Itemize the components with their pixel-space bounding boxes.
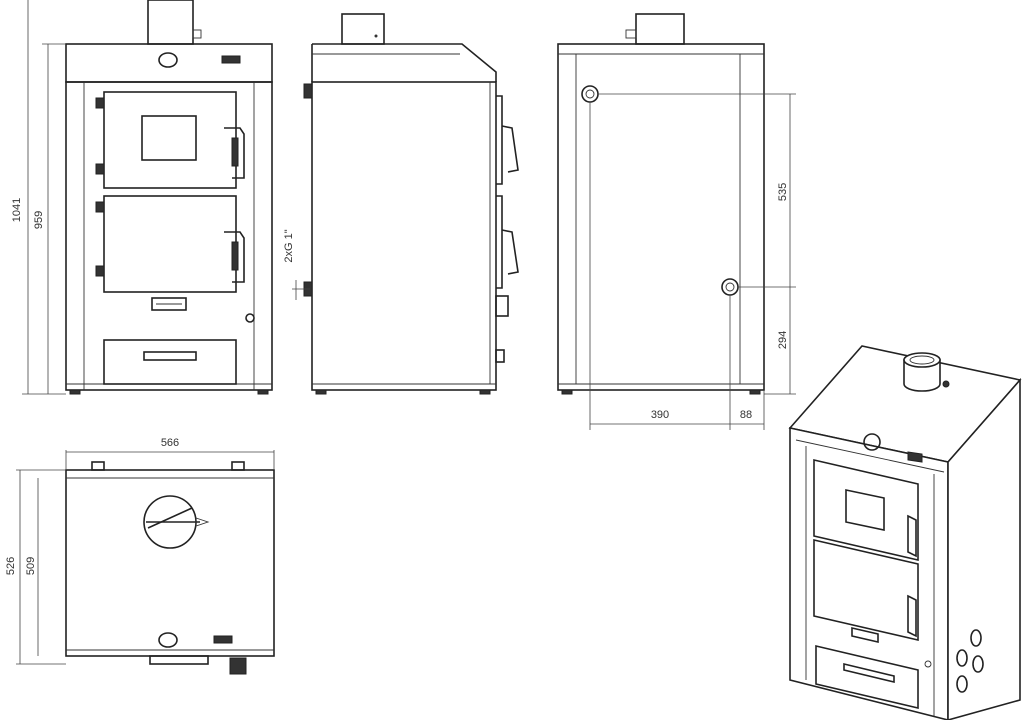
dim-horizontal-offset: 390 [651, 409, 669, 421]
iso-side [947, 377, 1021, 720]
front-drain-valve [245, 313, 255, 323]
dim-edge-offset: 88 [740, 409, 752, 421]
dim-pipe-spacing: 535 [777, 183, 789, 201]
back-flow-pipe [581, 85, 599, 103]
dim-depth-total: 526 [5, 557, 17, 575]
front-flue-damper-knob [192, 29, 202, 39]
side-pipe-stub [303, 83, 313, 99]
front-control-knob [221, 55, 241, 64]
top-view: 566 526 509 [5, 437, 275, 675]
front-lower-handle [224, 231, 245, 283]
front-door-window [141, 115, 197, 161]
iso-side-port [970, 629, 982, 647]
back-flue-pipe [635, 13, 685, 45]
front-upper-handle [224, 127, 245, 179]
side-top [312, 43, 497, 82]
iso-side-port [956, 675, 968, 693]
side-regulator [495, 295, 509, 317]
iso-door-window [845, 489, 885, 531]
side-lower-handle [501, 229, 519, 275]
front-body [65, 81, 273, 391]
front-thermometer [158, 52, 178, 68]
back-body [557, 43, 765, 391]
back-return-pipe [721, 278, 739, 296]
front-upper-door [103, 91, 237, 189]
back-foot [561, 389, 573, 395]
iso-upper-door [813, 458, 919, 562]
side-flue-pipe [341, 13, 385, 45]
iso-side-port [972, 655, 984, 673]
iso-control-knob [907, 451, 923, 463]
front-hinge [95, 201, 105, 213]
dim-depth-body: 509 [25, 557, 37, 575]
side-drawer-edge [495, 349, 505, 363]
front-hinge [95, 163, 105, 175]
side-foot [315, 389, 327, 395]
front-top-panel [65, 43, 273, 83]
front-handle-grip [231, 137, 239, 167]
side-upper-handle [501, 125, 519, 173]
front-lower-door [103, 195, 237, 293]
front-foot [257, 389, 269, 395]
dim-pipe-thread: 2xG 1" [283, 229, 295, 262]
iso-side-port [956, 649, 968, 667]
back-view: 535 294 390 88 [557, 13, 796, 430]
dim-total-height: 1041 [11, 198, 23, 222]
side-lower-door-edge [496, 195, 503, 289]
iso-lower-door [813, 538, 919, 642]
front-foot [69, 389, 81, 395]
iso-front [789, 427, 949, 720]
top-thermometer [158, 632, 178, 648]
top-rear-lug [91, 461, 105, 471]
front-hinge [95, 97, 105, 109]
iso-ash-drawer [815, 644, 919, 710]
front-ash-handle [143, 351, 197, 361]
dim-body-height: 959 [33, 211, 45, 229]
iso-thermometer [863, 433, 881, 451]
front-ash-drawer [103, 339, 237, 385]
side-view: 2xG 1" [283, 13, 519, 395]
top-body [65, 469, 275, 657]
top-rear-lug [231, 461, 245, 471]
back-foot [749, 389, 761, 395]
dim-pipe-height: 294 [777, 331, 789, 349]
side-body [311, 81, 497, 391]
top-front-ledge [149, 655, 209, 665]
top-drain-valve [229, 657, 247, 675]
side-upper-door-edge [496, 95, 503, 185]
back-flue-damper-knob [625, 29, 637, 39]
iso-flue-pipe [903, 359, 941, 392]
front-handle-grip [231, 241, 239, 271]
front-view: 1041 959 [11, 0, 273, 395]
dim-width: 566 [161, 437, 179, 449]
side-foot [479, 389, 491, 395]
front-hinge [95, 265, 105, 277]
top-control-knob [213, 635, 233, 644]
iso-air-regulator [851, 626, 879, 644]
isometric-view [788, 345, 1022, 720]
front-air-regulator [151, 297, 187, 311]
front-flue-pipe [147, 0, 194, 45]
